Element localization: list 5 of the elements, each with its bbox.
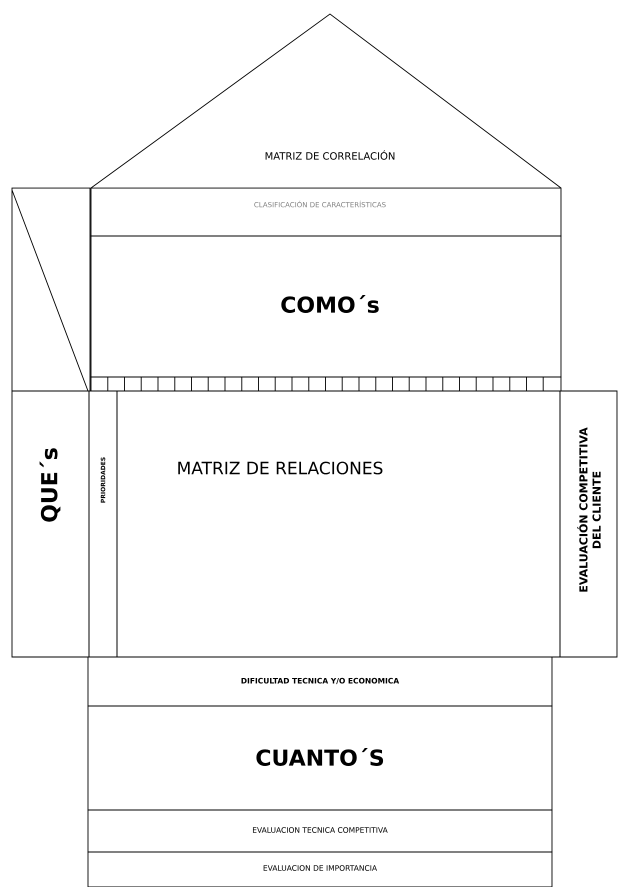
section-box: QUE´s	[12, 390, 90, 658]
matrix-box: MATRIZ DE RELACIONES	[116, 390, 560, 658]
section-box: CUANTO´S	[88, 706, 552, 810]
section-box: COMO´s	[90, 236, 562, 378]
column-band: EVALUACIÓN COMPETITIVA DEL CLIENTE	[560, 390, 618, 658]
